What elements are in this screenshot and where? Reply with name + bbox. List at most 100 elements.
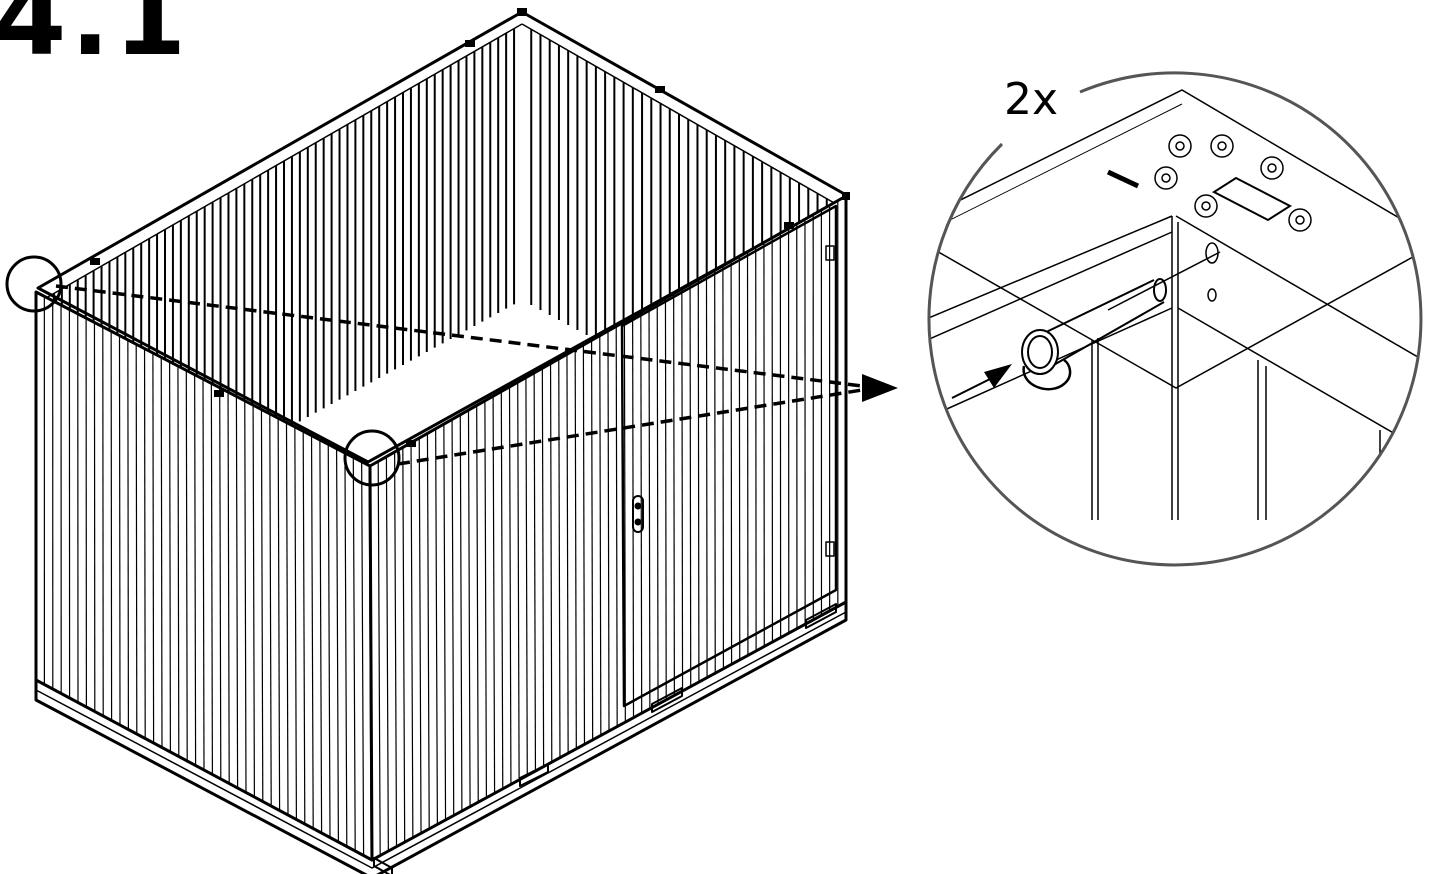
wall-rib [385, 456, 389, 852]
wall-rib [673, 293, 675, 696]
wall-rib [118, 335, 121, 726]
detail-hole-lower [1207, 288, 1217, 302]
base-feet [373, 603, 837, 874]
detail-slot [1211, 176, 1293, 222]
wall-rib [269, 413, 272, 807]
detail-frame-top-right [1175, 215, 1421, 371]
wall-rib [344, 452, 348, 847]
detail-pin [1021, 278, 1167, 391]
wall-rib [319, 439, 323, 834]
wall-rib [336, 448, 339, 843]
wall-rib [185, 370, 188, 762]
detail-insert-arrow-line [951, 375, 997, 399]
door-panel [620, 204, 838, 708]
door-handle [632, 495, 644, 533]
wall-rib [443, 424, 447, 820]
wall-rib [402, 447, 406, 843]
wall-rib [623, 321, 626, 723]
wall-rib [549, 363, 553, 763]
detail-plate-edge [929, 103, 1183, 236]
wall-rib [484, 400, 488, 798]
detail-pin-leader [1107, 251, 1221, 311]
detail-bolts [1154, 134, 1312, 232]
detail-view [927, 71, 1423, 567]
wall-rib [517, 382, 520, 780]
detail-circle-outline [927, 71, 1423, 567]
wall-rib [566, 354, 569, 754]
wall-rib [426, 433, 430, 829]
wall-rib [689, 284, 692, 687]
top-frame-inner-right [521, 23, 837, 205]
wall-rib [508, 386, 512, 785]
wall-rib [202, 378, 205, 771]
wall-rib [302, 431, 306, 825]
callouts [5, 255, 898, 487]
wall-rib [697, 279, 700, 683]
wall-rib [541, 368, 545, 767]
arrow-right-icon [862, 374, 898, 402]
door-handle-screw-top [634, 502, 642, 510]
wall-rib [714, 270, 716, 674]
callout-leader-1 [55, 284, 863, 388]
wall-rib [260, 409, 264, 802]
wall-rib [582, 344, 586, 745]
detail-top-plate [929, 89, 1421, 389]
step-number: 4.1 [0, 0, 191, 79]
front-right-wall-ribs [377, 200, 839, 856]
wall-rib [648, 307, 651, 709]
wall-rib [500, 391, 504, 789]
detail-frame-front-left [929, 231, 1173, 353]
front-left-wall-ribs [43, 296, 365, 856]
wall-rib [219, 387, 222, 780]
wall-rib [599, 335, 602, 736]
wall-rib [418, 438, 422, 834]
arrow-insert-icon [984, 364, 1012, 388]
wall-rib [361, 461, 365, 856]
wall-rib [492, 396, 496, 794]
wall-rib [252, 405, 255, 798]
wall-rib [135, 344, 138, 735]
base-frame-outline [34, 602, 848, 874]
wall-rib [294, 426, 297, 820]
wall-rib [277, 418, 281, 811]
wall-rib [285, 422, 289, 816]
callout-leader-2 [397, 388, 863, 466]
wall-rib [664, 298, 667, 700]
wall-rib [615, 326, 618, 727]
wall-rib [459, 414, 463, 812]
detail-frame-top-left [929, 215, 1173, 331]
wall-rib [640, 312, 643, 714]
shed [34, 8, 850, 874]
wall-rib [590, 340, 594, 740]
quantity-label: 2x [1004, 74, 1059, 125]
wall-rib [235, 396, 239, 789]
door-hinge-bottom [825, 541, 835, 557]
wall-rib [152, 352, 155, 744]
wall-rib [227, 392, 230, 784]
wall-rib [169, 361, 171, 753]
wall-rib [410, 442, 414, 838]
wall-rib [327, 444, 331, 838]
detail-right-frame-lower [1177, 307, 1421, 461]
wall-rib [476, 405, 479, 803]
wall-rib [722, 265, 725, 669]
wall-rib [177, 365, 180, 757]
wall-rib [377, 461, 381, 856]
base-frame-edge [35, 611, 847, 869]
top-connectors [90, 8, 850, 447]
wall-rib [533, 372, 537, 772]
wall-rib [451, 419, 455, 816]
top-frame-inner-left [45, 23, 523, 299]
door-handle-screw-bottom [634, 518, 642, 526]
wall-rib [210, 383, 213, 775]
wall-rib [127, 339, 129, 730]
detail-mark [1106, 169, 1140, 189]
wall-rib [607, 330, 610, 732]
wall-rib [558, 358, 561, 758]
wall-rib [467, 410, 471, 807]
wall-rib [435, 428, 438, 825]
wall-rib [681, 289, 684, 691]
wall-rib [656, 303, 659, 705]
